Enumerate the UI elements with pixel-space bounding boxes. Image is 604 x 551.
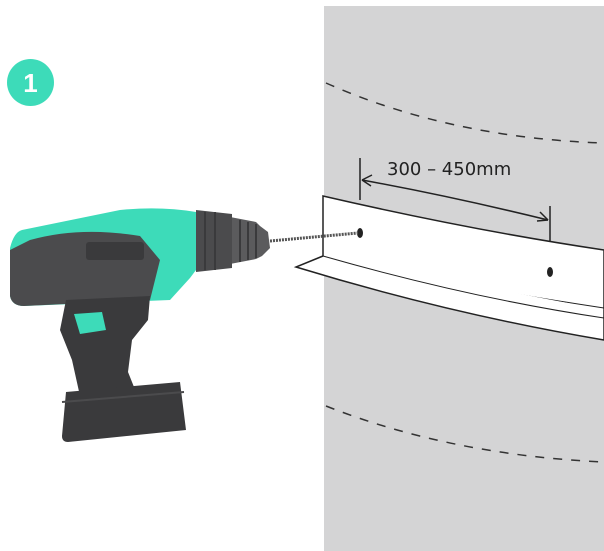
strip-screw-hole-right xyxy=(547,267,553,277)
cordless-drill-icon xyxy=(10,208,359,442)
mounting-strip xyxy=(293,195,604,341)
dimension-arrow-icon xyxy=(359,158,551,243)
strip-screw-hole-left xyxy=(357,228,363,238)
step-number-badge: 1 xyxy=(7,59,54,106)
dimension-label: 300 – 450mm xyxy=(387,159,511,180)
screw-icon xyxy=(269,231,359,243)
